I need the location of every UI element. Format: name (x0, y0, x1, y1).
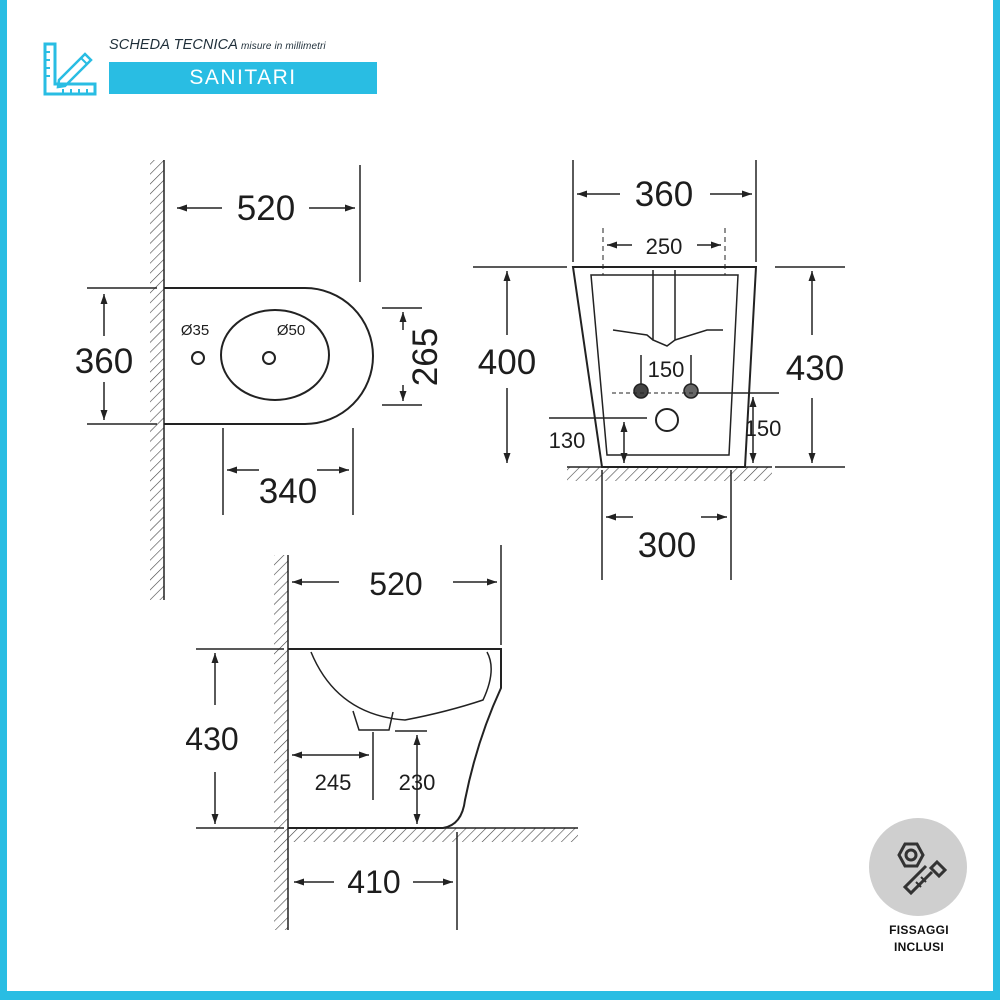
hole-large (262, 351, 276, 365)
side-view (196, 545, 578, 930)
hole-small-label: Ø35 (181, 322, 209, 339)
side-bowl-curve (310, 651, 492, 721)
front-width-label: 360 (635, 175, 693, 214)
top-depth-label: 360 (75, 342, 133, 381)
hole-spacing-label: 150 (648, 357, 685, 382)
drain-hole (655, 408, 679, 432)
front-view (473, 160, 845, 580)
ruler-pencil-icon (43, 42, 97, 96)
bowl-outline (220, 309, 330, 401)
side-height-label: 430 (185, 721, 238, 757)
wall-hatch (150, 160, 164, 600)
side-outlet (352, 710, 394, 731)
badge-line-1: FISSAGGI (889, 923, 949, 937)
wall-hatch (274, 555, 288, 930)
side-outline (288, 648, 502, 829)
bolt-nut-icon (897, 842, 948, 896)
hole-large-label: Ø50 (277, 322, 305, 339)
front-rim-line (612, 329, 723, 341)
sheet-title-text: SCHEDA TECNICA (109, 37, 238, 53)
front-right-height-label: 150 (745, 416, 782, 441)
front-base-width-label: 300 (638, 526, 696, 565)
top-width-label: 520 (237, 189, 295, 228)
fixings-included-badge: FISSAGGI INCLUSI (869, 818, 969, 968)
front-left-height-label: 130 (549, 428, 586, 453)
front-inner-outline (590, 274, 739, 456)
bowl-width-label: 340 (259, 472, 317, 511)
outlet-height-label: 230 (399, 770, 436, 795)
floor-hatch (567, 467, 772, 481)
bidet-top-outline (164, 287, 374, 425)
bowl-depth-label: 265 (406, 328, 445, 386)
hole-small (191, 351, 205, 365)
supply-hole (683, 383, 699, 399)
side-depth-label: 520 (369, 566, 422, 602)
outlet-distance-label: 245 (315, 770, 352, 795)
badge-circle (869, 818, 967, 916)
badge-line-2: INCLUSI (893, 940, 945, 954)
floor-hatch (288, 828, 578, 842)
front-height-right-label: 430 (786, 349, 844, 388)
front-outline (571, 266, 758, 468)
technical-drawing: 520 360 265 340 Ø35 Ø50 (75, 160, 845, 930)
category-label: SANITARI (189, 66, 297, 89)
sheet-subtitle: misure in millimetri (240, 41, 326, 52)
side-base-depth-label: 410 (347, 864, 400, 900)
front-inner-width-label: 250 (646, 234, 683, 259)
top-view (87, 160, 422, 600)
supply-hole (633, 383, 649, 399)
category-banner: SANITARI (109, 62, 377, 94)
front-tap-column (652, 270, 676, 347)
front-height-left-label: 400 (478, 343, 536, 382)
